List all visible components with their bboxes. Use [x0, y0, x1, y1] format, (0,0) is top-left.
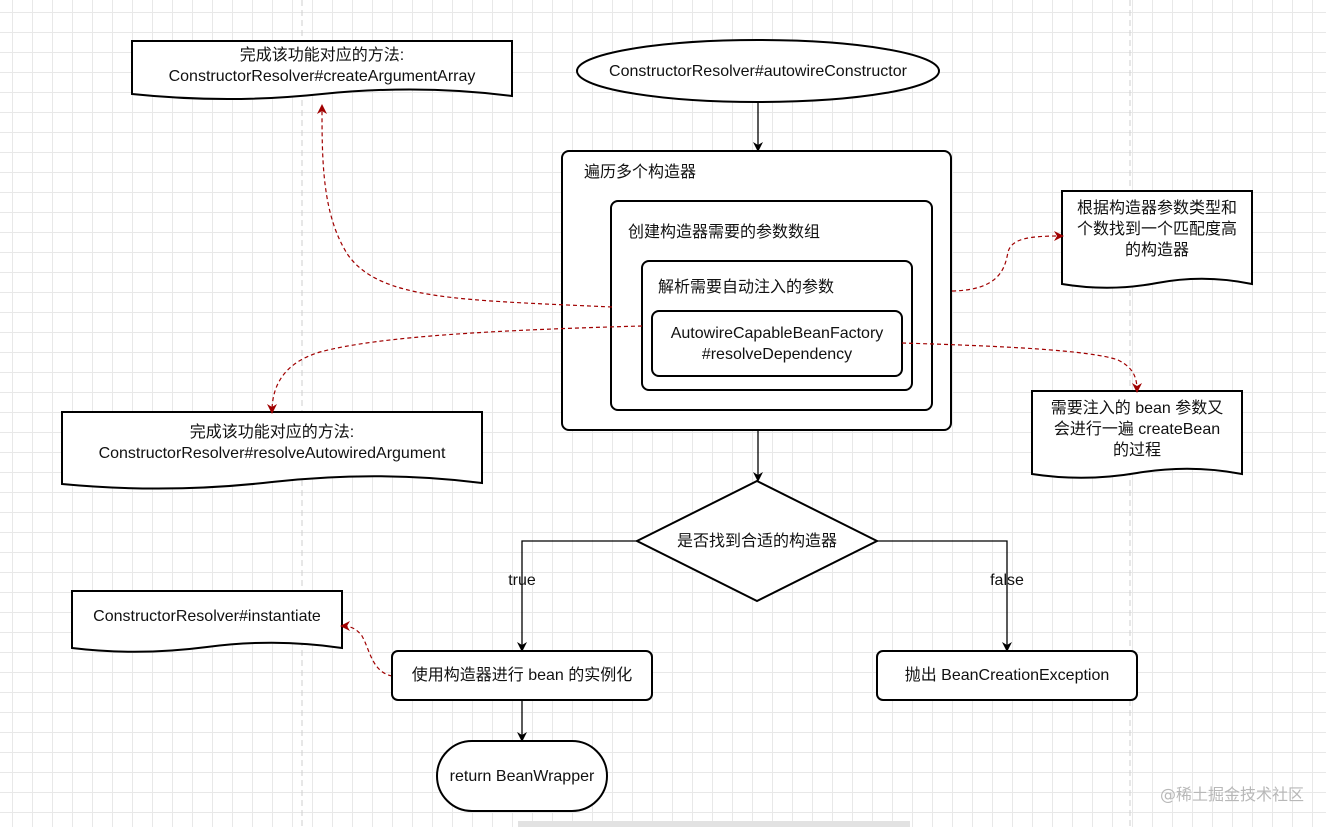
start-node-label: ConstructorResolver#autowireConstructor: [609, 62, 907, 80]
decision-label: 是否找到合适的构造器: [676, 532, 837, 550]
decision-diamond[interactable]: [634, 479, 880, 603]
doc-create-bean-label: 需要注入的 bean 参数又 会进行一遍 createBean 的过程: [1050, 399, 1224, 459]
doc-resolve-autowired-argument-label: 完成该功能对应的方法: ConstructorResolver#resolveA…: [98, 424, 446, 462]
watermark: @稀土掘金技术社区: [1159, 785, 1304, 804]
create-array-label: 创建构造器需要的参数数组: [628, 223, 821, 241]
false-branch-connector: [877, 540, 1012, 652]
end-node-label: return BeanWrapper: [449, 767, 595, 785]
resolve-dependency-label: AutowireCapableBeanFactory #resolveDepen…: [670, 325, 884, 363]
dashed-arrow-to-resolve-autowired-argument: [267, 325, 643, 414]
scrollbar[interactable]: [518, 821, 910, 827]
true-branch-connector: [517, 540, 637, 652]
end-node[interactable]: [436, 740, 608, 812]
false-branch-label: false: [990, 571, 1024, 589]
dashed-arrow-to-create-argument-array: [317, 104, 613, 308]
dashed-arrow-to-instantiate: [340, 621, 393, 677]
doc-create-argument-array-label: 完成该功能对应的方法: ConstructorResolver#createAr…: [168, 47, 476, 85]
doc-create-bean[interactable]: [1031, 390, 1243, 479]
instantiate-label: 使用构造器进行 bean 的实例化: [411, 667, 633, 684]
throw-exception-box[interactable]: [876, 650, 1138, 701]
true-branch-label: true: [508, 571, 536, 589]
doc-instantiate-label: ConstructorResolver#instantiate: [93, 607, 321, 625]
resolve-params-label: 解析需要自动注入的参数: [658, 278, 835, 296]
doc-resolve-autowired-argument[interactable]: [61, 411, 483, 490]
dashed-arrow-to-create-bean: [901, 342, 1142, 393]
outer-loop-label: 遍历多个构造器: [584, 163, 697, 181]
doc-match-constructor[interactable]: [1061, 190, 1253, 289]
throw-exception-label: 抛出 BeanCreationException: [904, 667, 1110, 684]
doc-create-argument-array[interactable]: [131, 40, 513, 100]
doc-instantiate[interactable]: [71, 590, 343, 653]
doc-match-constructor-label: 根据构造器参数类型和 个数找到一个匹配度高 的构造器: [1076, 199, 1237, 259]
dashed-arrow-to-match-constructor: [951, 231, 1064, 292]
